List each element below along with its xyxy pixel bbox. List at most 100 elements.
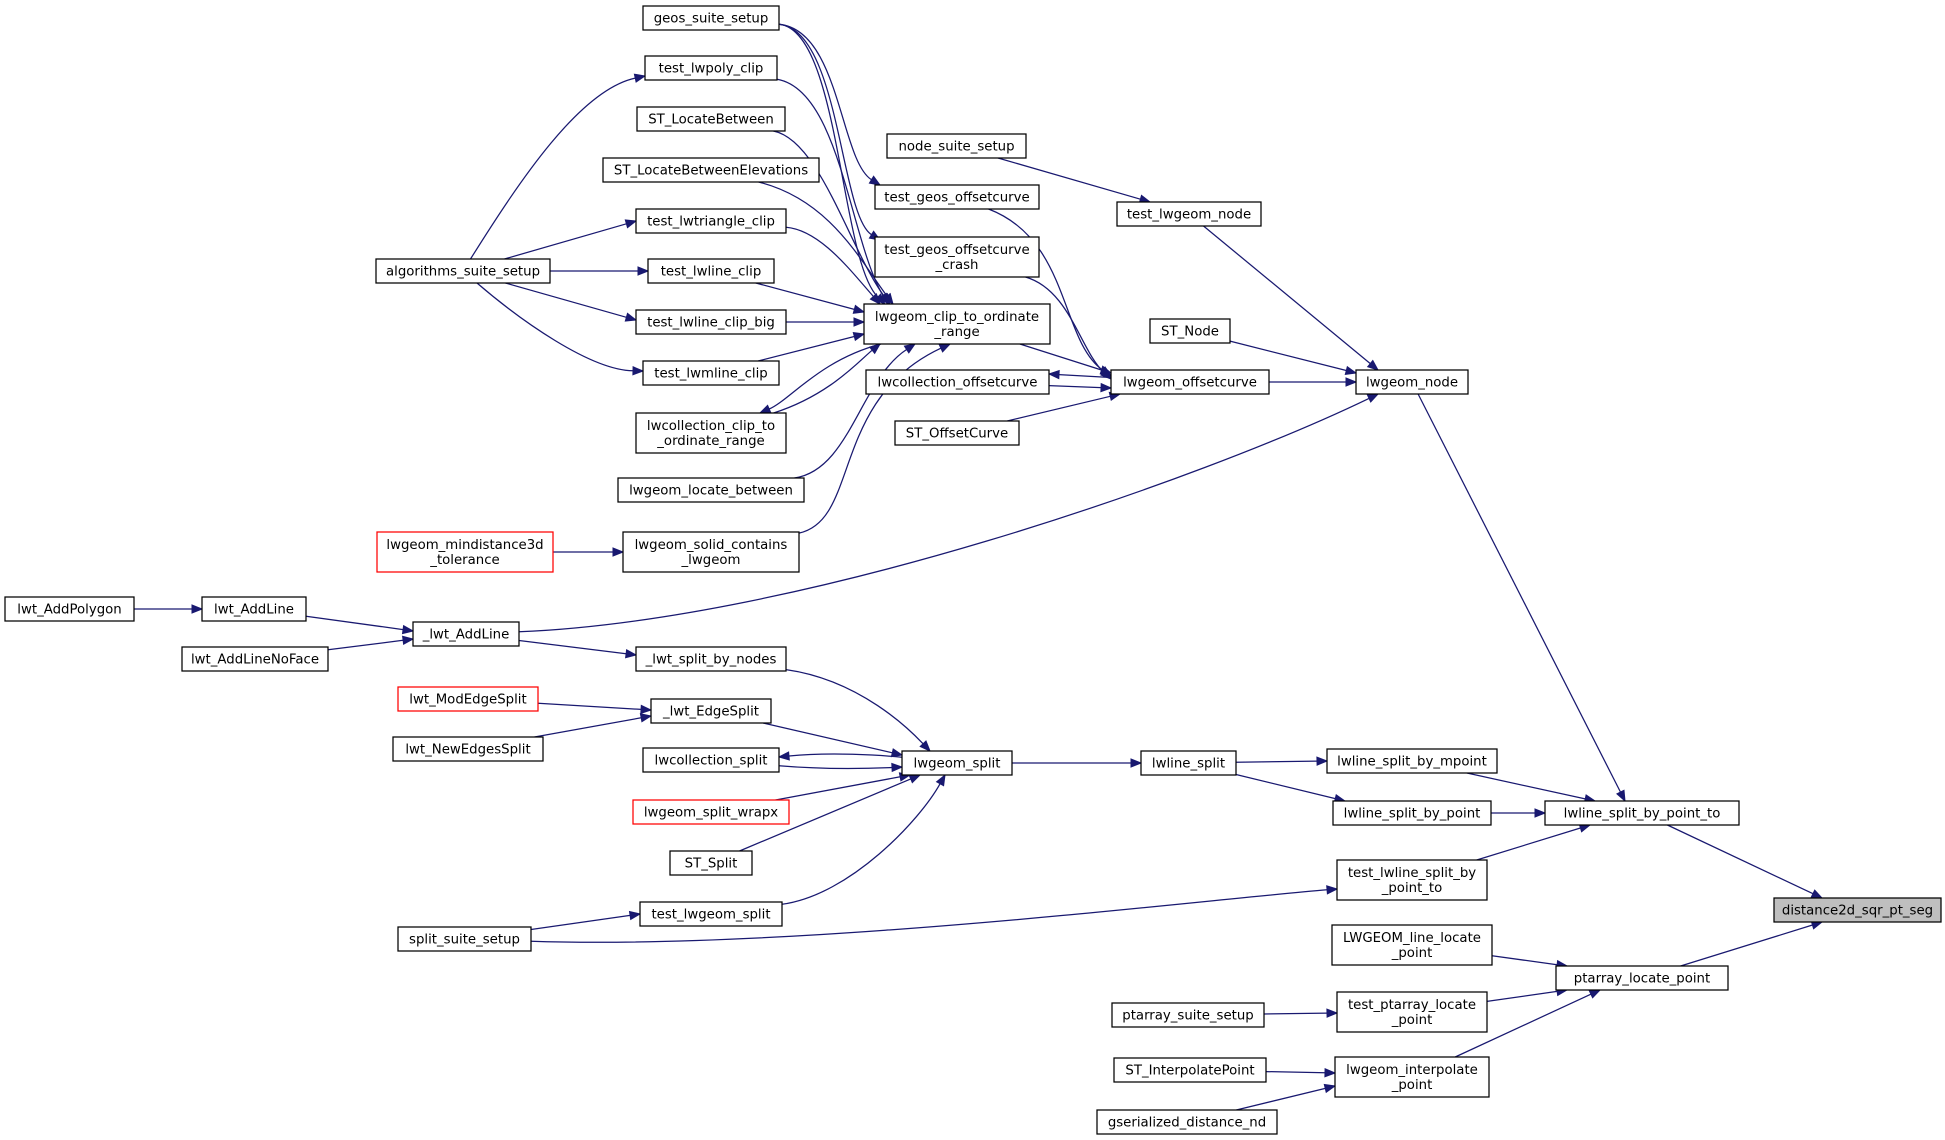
node-box[interactable] [874, 184, 1040, 210]
node-box[interactable] [650, 698, 772, 724]
node-test_lwgeom_node[interactable]: test_lwgeom_node [1116, 201, 1262, 227]
node-box[interactable] [392, 736, 544, 762]
node-ST_LocateBetweenElevations[interactable]: ST_LocateBetweenElevations [602, 157, 820, 183]
node-test_ptarray_locate_point[interactable]: test_ptarray_locate_point [1336, 991, 1488, 1033]
node-_lwt_AddLine[interactable]: _lwt_AddLine [412, 621, 520, 647]
node-lwline_split_by_mpoint[interactable]: lwline_split_by_mpoint [1326, 748, 1498, 774]
node-lwcollection_clip_to_ordinate_range[interactable]: lwcollection_clip_to_ordinate_range [635, 412, 787, 454]
node-box[interactable] [1111, 1002, 1265, 1028]
node-box[interactable] [669, 850, 753, 876]
node-ST_Node[interactable]: ST_Node [1149, 318, 1231, 344]
node-LWGEOM_line_locate_point[interactable]: LWGEOM_line_locate_point [1331, 924, 1493, 966]
node-lwgeom_mindistance3d_tolerance[interactable]: lwgeom_mindistance3d_tolerance [376, 531, 554, 573]
node-box[interactable] [1331, 924, 1493, 966]
node-lwt_AddLine[interactable]: lwt_AddLine [201, 596, 307, 622]
node-lwt_ModEdgeSplit[interactable]: lwt_ModEdgeSplit [397, 686, 539, 712]
node-box[interactable] [642, 360, 780, 386]
node-box[interactable] [644, 55, 778, 81]
node-box[interactable] [1336, 991, 1488, 1033]
node-box[interactable] [894, 420, 1020, 446]
node-box[interactable] [632, 799, 790, 825]
node-box[interactable] [617, 477, 805, 503]
node-box[interactable] [636, 106, 786, 132]
node-test_lwpoly_clip[interactable]: test_lwpoly_clip [644, 55, 778, 81]
node-box[interactable] [1140, 750, 1237, 776]
node-lwt_AddLineNoFace[interactable]: lwt_AddLineNoFace [181, 646, 329, 672]
node-box[interactable] [635, 208, 787, 234]
node-box[interactable] [901, 750, 1013, 776]
node-ST_Split[interactable]: ST_Split [669, 850, 753, 876]
node-box[interactable] [1149, 318, 1231, 344]
node-lwt_AddPolygon[interactable]: lwt_AddPolygon [4, 596, 135, 622]
node-box[interactable] [1334, 1056, 1490, 1098]
node-lwline_split_by_point_to[interactable]: lwline_split_by_point_to [1544, 800, 1740, 826]
node-box[interactable] [1773, 897, 1942, 923]
node-box[interactable] [412, 621, 520, 647]
node-lwgeom_split[interactable]: lwgeom_split [901, 750, 1013, 776]
node-test_lwline_clip_big[interactable]: test_lwline_clip_big [635, 309, 787, 335]
node-box[interactable] [602, 157, 820, 183]
node-box[interactable] [376, 531, 554, 573]
node-box[interactable] [1110, 369, 1270, 395]
node-box[interactable] [639, 901, 783, 927]
node-distance2d_sqr_pt_seg[interactable]: distance2d_sqr_pt_seg [1773, 897, 1942, 923]
node-test_lwgeom_split[interactable]: test_lwgeom_split [639, 901, 783, 927]
node-box[interactable] [1096, 1109, 1278, 1135]
node-algorithms_suite_setup[interactable]: algorithms_suite_setup [375, 258, 551, 284]
node-box[interactable] [397, 926, 532, 952]
node-box[interactable] [622, 531, 800, 573]
node-box[interactable] [642, 5, 780, 31]
node-test_lwline_clip[interactable]: test_lwline_clip [647, 258, 775, 284]
node-box[interactable] [874, 236, 1040, 278]
node-test_lwtriangle_clip[interactable]: test_lwtriangle_clip [635, 208, 787, 234]
node-lwgeom_split_wrapx[interactable]: lwgeom_split_wrapx [632, 799, 790, 825]
node-split_suite_setup[interactable]: split_suite_setup [397, 926, 532, 952]
node-gserialized_distance_nd[interactable]: gserialized_distance_nd [1096, 1109, 1278, 1135]
node-box[interactable] [1544, 800, 1740, 826]
node-box[interactable] [863, 303, 1051, 345]
node-box[interactable] [642, 747, 780, 773]
node-lwgeom_node[interactable]: lwgeom_node [1355, 369, 1469, 395]
node-_lwt_EdgeSplit[interactable]: _lwt_EdgeSplit [650, 698, 772, 724]
node-geos_suite_setup[interactable]: geos_suite_setup [642, 5, 780, 31]
node-box[interactable] [635, 646, 787, 672]
node-box[interactable] [4, 596, 135, 622]
node-box[interactable] [397, 686, 539, 712]
node-box[interactable] [1113, 1057, 1267, 1083]
node-lwgeom_locate_between[interactable]: lwgeom_locate_between [617, 477, 805, 503]
node-lwline_split_by_point[interactable]: lwline_split_by_point [1332, 800, 1492, 826]
node-box[interactable] [1555, 965, 1729, 991]
node-box[interactable] [181, 646, 329, 672]
node-lwcollection_split[interactable]: lwcollection_split [642, 747, 780, 773]
node-node_suite_setup[interactable]: node_suite_setup [886, 133, 1027, 159]
node-lwgeom_solid_contains_lwgeom[interactable]: lwgeom_solid_contains_lwgeom [622, 531, 800, 573]
node-test_geos_offsetcurve_crash[interactable]: test_geos_offsetcurve_crash [874, 236, 1040, 278]
node-ptarray_suite_setup[interactable]: ptarray_suite_setup [1111, 1002, 1265, 1028]
node-ST_OffsetCurve[interactable]: ST_OffsetCurve [894, 420, 1020, 446]
node-_lwt_split_by_nodes[interactable]: _lwt_split_by_nodes [635, 646, 787, 672]
node-test_geos_offsetcurve[interactable]: test_geos_offsetcurve [874, 184, 1040, 210]
node-box[interactable] [1336, 859, 1488, 901]
node-ptarray_locate_point[interactable]: ptarray_locate_point [1555, 965, 1729, 991]
node-box[interactable] [1355, 369, 1469, 395]
node-test_lwline_split_by_point_to[interactable]: test_lwline_split_by_point_to [1336, 859, 1488, 901]
node-box[interactable] [1326, 748, 1498, 774]
node-box[interactable] [201, 596, 307, 622]
node-box[interactable] [647, 258, 775, 284]
node-lwgeom_offsetcurve[interactable]: lwgeom_offsetcurve [1110, 369, 1270, 395]
node-lwcollection_offsetcurve[interactable]: lwcollection_offsetcurve [865, 369, 1050, 395]
node-box[interactable] [1116, 201, 1262, 227]
node-box[interactable] [1332, 800, 1492, 826]
node-box[interactable] [865, 369, 1050, 395]
node-lwline_split[interactable]: lwline_split [1140, 750, 1237, 776]
node-ST_InterpolatePoint[interactable]: ST_InterpolatePoint [1113, 1057, 1267, 1083]
node-lwt_NewEdgesSplit[interactable]: lwt_NewEdgesSplit [392, 736, 544, 762]
node-box[interactable] [375, 258, 551, 284]
node-lwgeom_clip_to_ordinate_range[interactable]: lwgeom_clip_to_ordinate_range [863, 303, 1051, 345]
node-box[interactable] [635, 412, 787, 454]
node-box[interactable] [635, 309, 787, 335]
node-ST_LocateBetween[interactable]: ST_LocateBetween [636, 106, 786, 132]
node-box[interactable] [886, 133, 1027, 159]
node-lwgeom_interpolate_point[interactable]: lwgeom_interpolate_point [1334, 1056, 1490, 1098]
node-test_lwmline_clip[interactable]: test_lwmline_clip [642, 360, 780, 386]
